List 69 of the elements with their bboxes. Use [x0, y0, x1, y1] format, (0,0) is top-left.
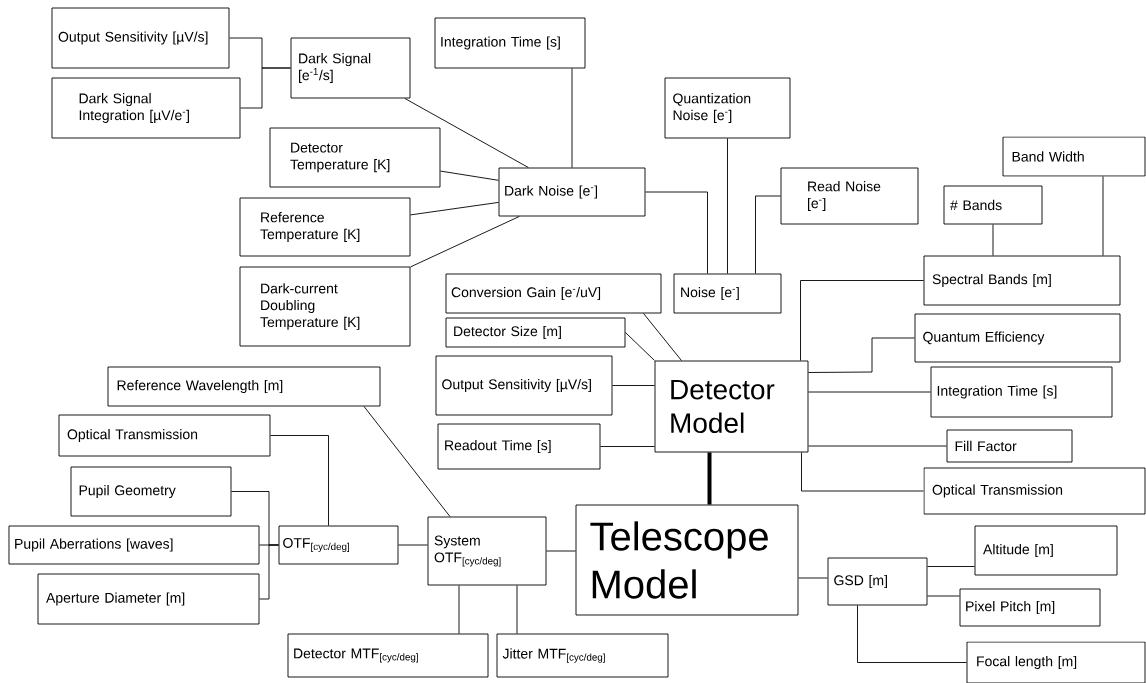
parameter-box: Quantization Noise [e$^{-}$] [664, 77, 791, 139]
parameter-box: Optical Transmission [58, 414, 271, 457]
connector-line [270, 435, 329, 526]
connector-line [857, 605, 967, 663]
parameter-box: System OTF$_{[cyc/deg]}$ [427, 516, 547, 586]
connector-line [808, 337, 915, 373]
model-box: Telescope Model [575, 504, 799, 616]
parameter-box: Detector Size [m] [445, 317, 626, 348]
parameter-box: Aperture Diameter [m] [37, 573, 260, 625]
connector-line [798, 577, 828, 579]
parameter-box: Detector MTF$_{[cyc/deg]}$ [287, 633, 489, 678]
parameter-box: Integration Time [s] [434, 17, 586, 69]
connector-line [927, 595, 960, 597]
connector-line [600, 446, 655, 447]
connector-line [398, 544, 428, 546]
parameter-box: Dark-current Doubling Temperature [K] [239, 266, 411, 347]
connector-line [440, 170, 499, 181]
parameter-box: Noise [e$^{-}$] [673, 273, 782, 314]
parameter-box: Altitude [m] [974, 525, 1118, 576]
connector-line [927, 566, 975, 567]
connector-line [800, 280, 924, 361]
parameter-box: Optical Transmission [923, 467, 1146, 515]
parameter-box: Reference Wavelength [m] [107, 366, 381, 407]
connector-line [992, 224, 994, 256]
connector-line [571, 68, 573, 168]
parameter-box: GSD [m] [827, 557, 928, 606]
connector-line [801, 452, 924, 492]
connector-line [707, 452, 712, 505]
parameter-box: Pupil Aberrations [waves] [8, 525, 260, 565]
connector-line [643, 313, 682, 361]
parameter-box: Quantum Efficiency [914, 313, 1121, 363]
connector-line [410, 216, 520, 268]
connector-line [755, 195, 781, 274]
connector-line [625, 332, 655, 361]
parameter-box: Output Sensitivity [µV/s] [435, 355, 613, 416]
parameter-box: OTF$_{[cyc/deg]}$ [278, 525, 399, 565]
parameter-box: Band Width [1002, 136, 1146, 177]
parameter-box: Pixel Pitch [m] [959, 588, 1101, 627]
parameter-box: Integration Time [s] [930, 366, 1113, 418]
parameter-box: Dark Signal [e$^{-1}$/s] [290, 37, 411, 99]
parameter-box: Dark Noise [e$^{-}$] [498, 167, 646, 217]
connector-line [404, 98, 529, 168]
connector-line [612, 385, 655, 386]
connector-line [645, 191, 708, 274]
connector-line [259, 544, 279, 600]
parameter-box: Fill Factor [946, 429, 1073, 463]
parameter-box: Read Noise [e$^{-}$] [780, 167, 919, 225]
connector-line [1102, 176, 1104, 256]
parameter-box: Pupil Geometry [70, 466, 232, 517]
connector-line [240, 67, 291, 109]
parameter-box: Dark Signal Integration [µV/e$^{-}$] [51, 77, 241, 139]
parameter-box: Jitter MTF$_{[cyc/deg]}$ [496, 633, 669, 678]
parameter-box: Detector Temperature [K] [269, 127, 441, 188]
connector-line [727, 138, 728, 274]
parameter-box: Spectral Bands [m] [923, 255, 1121, 306]
connector-line [808, 445, 947, 447]
connector-line [808, 391, 931, 393]
model-box: Detector Model [654, 360, 809, 453]
connector-line [363, 406, 451, 517]
parameter-box: Focal length [m] [966, 641, 1146, 683]
connector-line [546, 550, 576, 552]
connector-line [410, 201, 499, 216]
parameter-box: Output Sensitivity [µV/s] [51, 7, 230, 69]
connector-line [458, 585, 460, 634]
connector-line [516, 585, 518, 634]
parameter-box: Readout Time [s] [437, 423, 601, 470]
parameter-box: # Bands [943, 185, 1043, 225]
parameter-box: Conversion Gain [e$^{-}$/uV] [445, 273, 662, 314]
parameter-box: Reference Temperature [K] [239, 197, 411, 257]
